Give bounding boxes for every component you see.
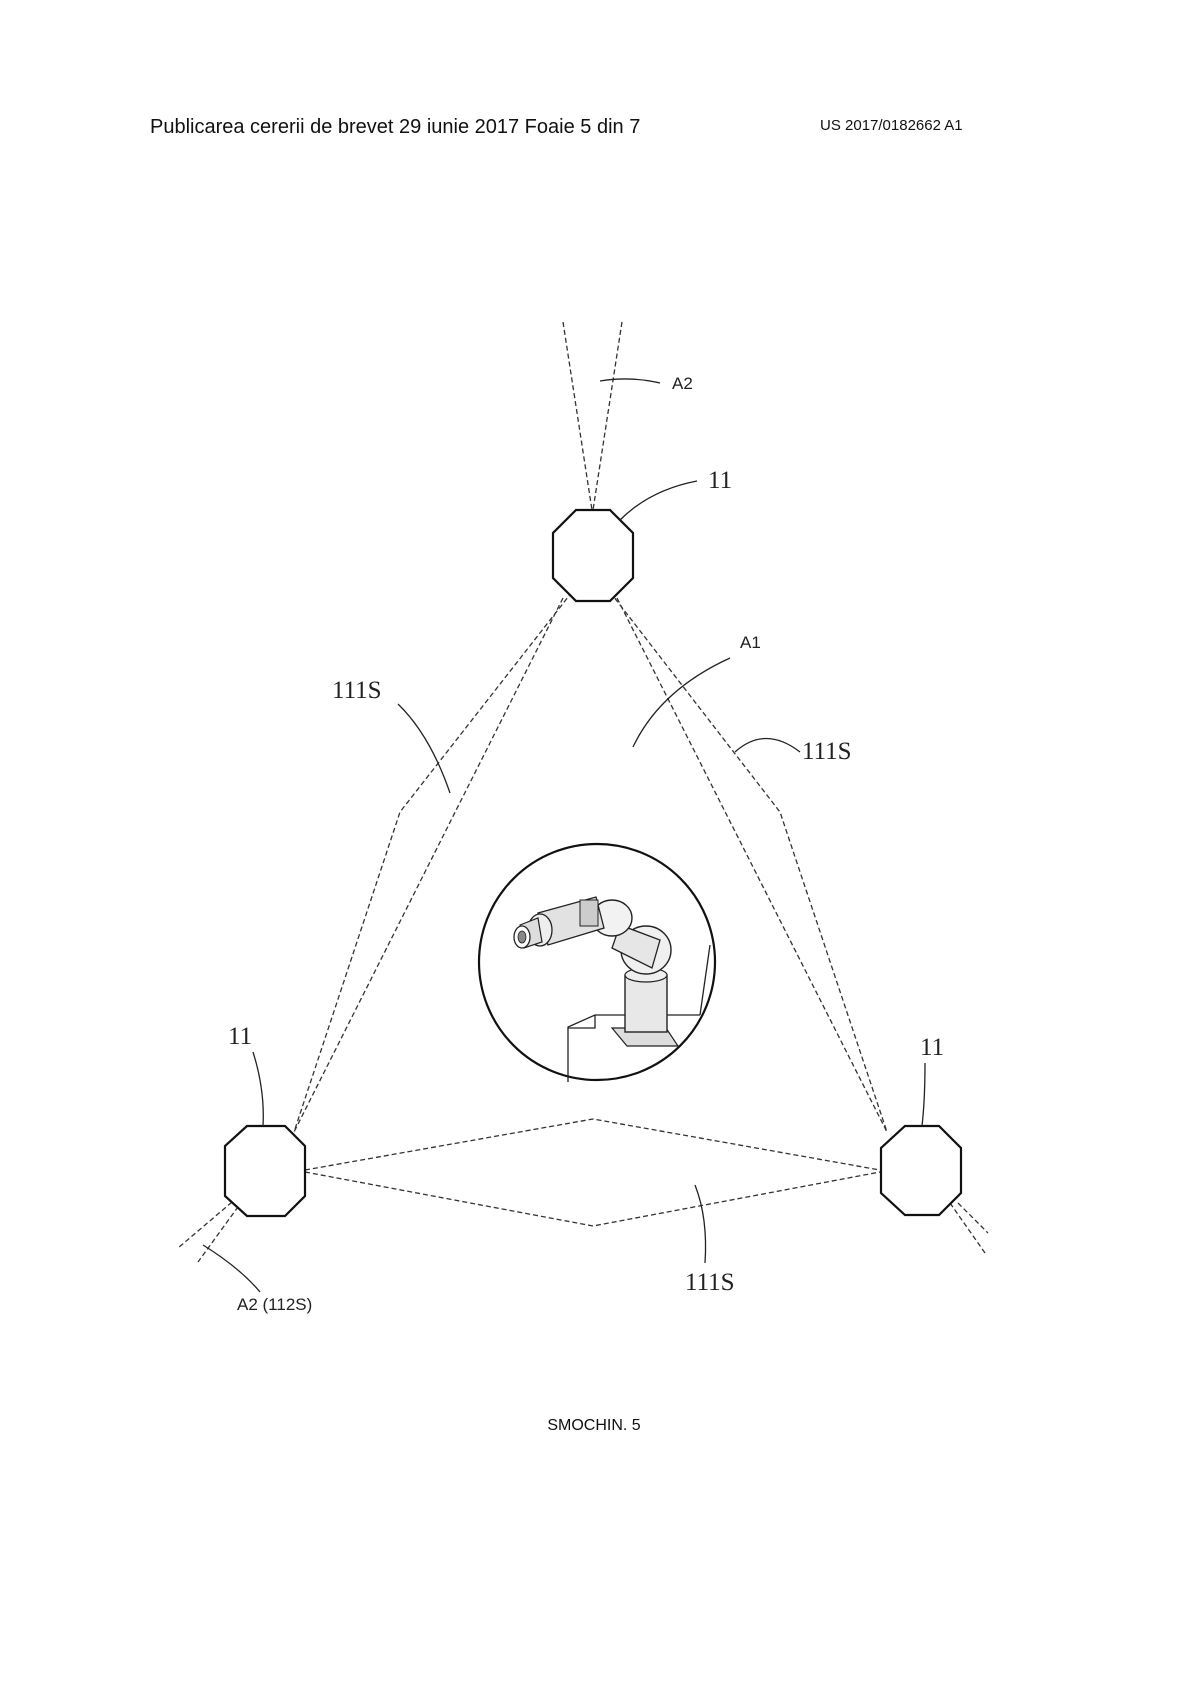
label-a2-bottom: A2 (112S) <box>237 1295 312 1314</box>
leader-111s-right <box>735 739 800 753</box>
camera-bottom-right <box>881 1126 961 1215</box>
leader-camera-top <box>620 481 697 520</box>
label-111s-bottom: 111S <box>685 1269 735 1296</box>
leader-a1 <box>633 658 730 747</box>
label-camera-right: 11 <box>920 1034 944 1061</box>
camera-bottom-left <box>225 1126 305 1216</box>
a2-top-field-lines <box>563 322 622 510</box>
a2-bottom-right-lines <box>950 1203 988 1253</box>
camera-top <box>553 510 633 601</box>
label-camera-left: 11 <box>228 1023 252 1050</box>
robot-arm-illustration <box>479 844 715 1082</box>
leader-111s-bottom <box>695 1185 706 1263</box>
label-camera-top: 11 <box>708 467 732 494</box>
label-a1: A1 <box>740 633 761 652</box>
figure-caption: SMOCHIN. 5 <box>0 1417 1188 1435</box>
leader-camera-left <box>253 1052 263 1126</box>
label-111s-left: 111S <box>332 677 382 704</box>
bottom-fov-lines <box>305 1119 880 1226</box>
a2-bottom-left-lines <box>178 1197 243 1262</box>
leader-a2-top <box>600 379 660 383</box>
label-a2-top: A2 <box>672 374 693 393</box>
leader-camera-right <box>922 1063 925 1126</box>
leader-a2-bottom <box>203 1245 260 1292</box>
label-111s-right: 111S <box>802 738 852 765</box>
leader-111s-left <box>398 704 450 793</box>
